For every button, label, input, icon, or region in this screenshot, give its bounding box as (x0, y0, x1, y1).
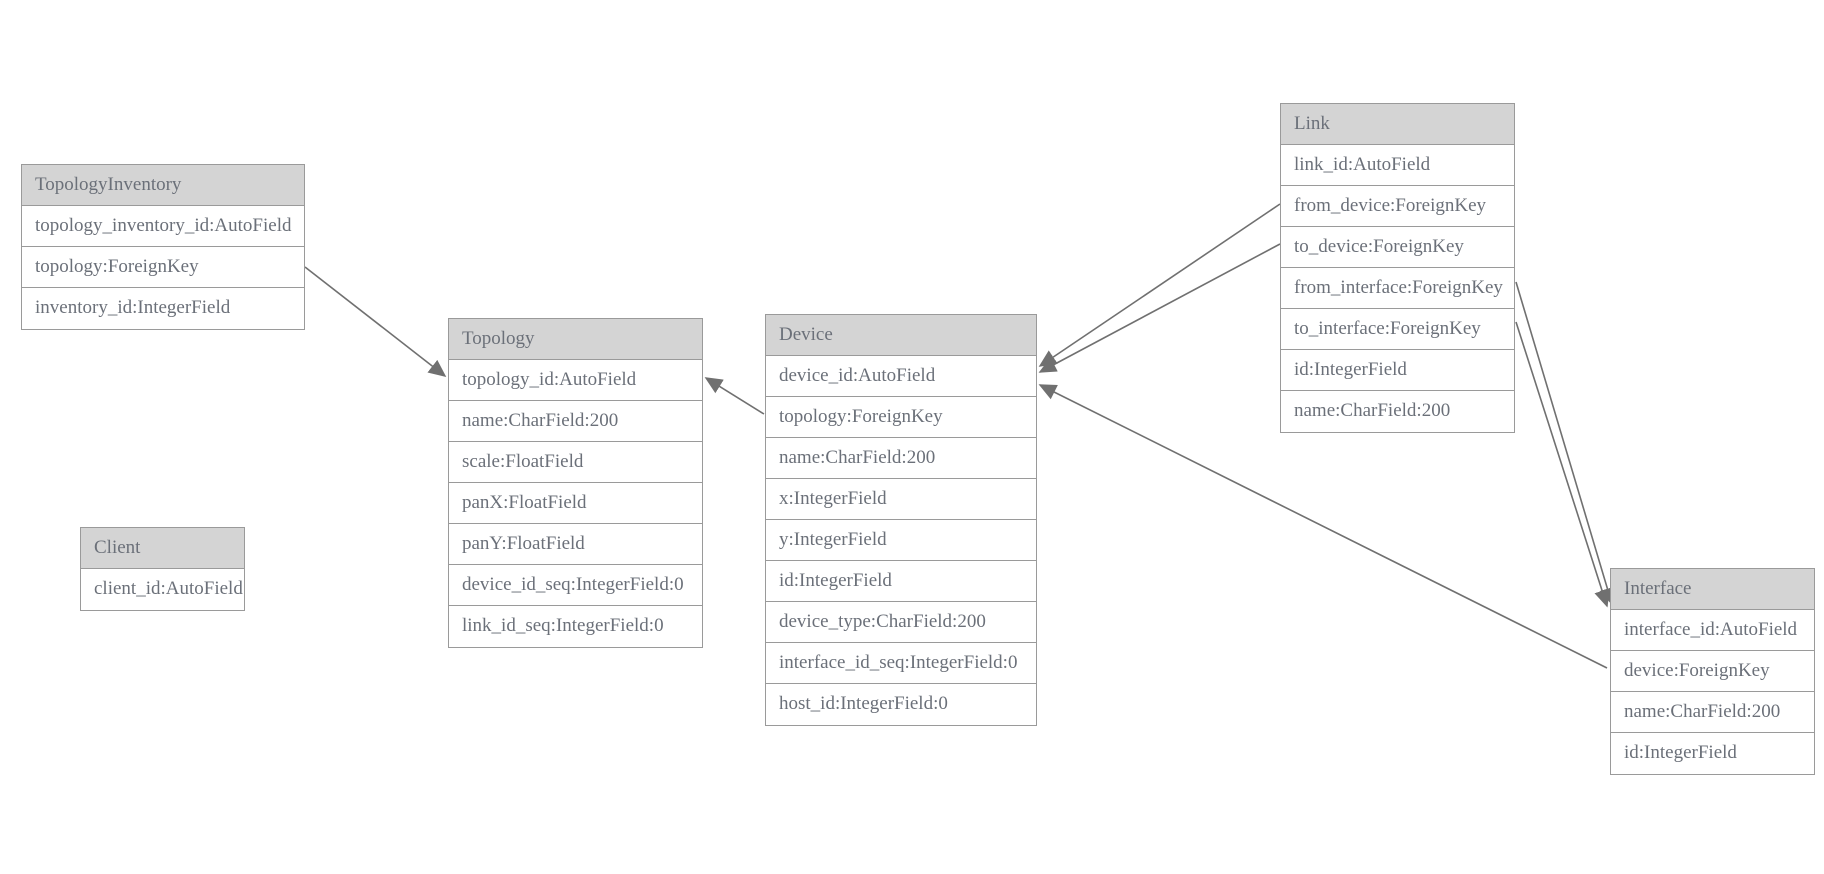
entity-field[interactable]: x:IntegerField (766, 479, 1036, 520)
entity-field[interactable]: link_id:AutoField (1281, 145, 1514, 186)
entity-field[interactable]: name:CharField:200 (766, 438, 1036, 479)
entity-field[interactable]: device_type:CharField:200 (766, 602, 1036, 643)
entity-field[interactable]: from_interface:ForeignKey (1281, 268, 1514, 309)
relationship-link-from-interface (1515, 281, 1616, 606)
entity-field[interactable]: id:IntegerField (1611, 733, 1814, 774)
entity-field[interactable]: interface_id:AutoField (1611, 610, 1814, 651)
entity-field[interactable]: client_id:AutoField (81, 569, 244, 610)
relationship-device-topology (704, 377, 765, 415)
entity-field[interactable]: panY:FloatField (449, 524, 702, 565)
entity-title-device: Device (766, 315, 1036, 356)
entity-title-interface: Interface (1611, 569, 1814, 610)
entity-field[interactable]: name:CharField:200 (449, 401, 702, 442)
entity-field[interactable]: topology:ForeignKey (766, 397, 1036, 438)
entity-title-link: Link (1281, 104, 1514, 145)
entity-field[interactable]: topology_id:AutoField (449, 360, 702, 401)
entity-title-client: Client (81, 528, 244, 569)
entity-field[interactable]: topology_inventory_id:AutoField (22, 206, 304, 247)
relationship-link-from-device (1038, 203, 1281, 367)
entity-field[interactable]: to_interface:ForeignKey (1281, 309, 1514, 350)
relationship-link-to-interface (1515, 321, 1610, 608)
entity-field[interactable]: scale:FloatField (449, 442, 702, 483)
entity-title-topology_inventory: TopologyInventory (22, 165, 304, 206)
entity-field[interactable]: device_id_seq:IntegerField:0 (449, 565, 702, 606)
relationship-topologyinventory-topology (304, 266, 447, 377)
entity-field[interactable]: y:IntegerField (766, 520, 1036, 561)
relationship-link-to-device (1038, 243, 1281, 373)
entity-field[interactable]: host_id:IntegerField:0 (766, 684, 1036, 725)
entity-field[interactable]: name:CharField:200 (1611, 692, 1814, 733)
entity-field[interactable]: device:ForeignKey (1611, 651, 1814, 692)
entity-field[interactable]: link_id_seq:IntegerField:0 (449, 606, 702, 647)
entity-field[interactable]: id:IntegerField (766, 561, 1036, 602)
entity-field[interactable]: name:CharField:200 (1281, 391, 1514, 432)
entity-field[interactable]: panX:FloatField (449, 483, 702, 524)
entity-field[interactable]: to_device:ForeignKey (1281, 227, 1514, 268)
entity-field[interactable]: device_id:AutoField (766, 356, 1036, 397)
entity-field[interactable]: topology:ForeignKey (22, 247, 304, 288)
entity-field[interactable]: id:IntegerField (1281, 350, 1514, 391)
entity-field[interactable]: interface_id_seq:IntegerField:0 (766, 643, 1036, 684)
entity-field[interactable]: inventory_id:IntegerField (22, 288, 304, 329)
entity-title-topology: Topology (449, 319, 702, 360)
entity-field[interactable]: from_device:ForeignKey (1281, 186, 1514, 227)
